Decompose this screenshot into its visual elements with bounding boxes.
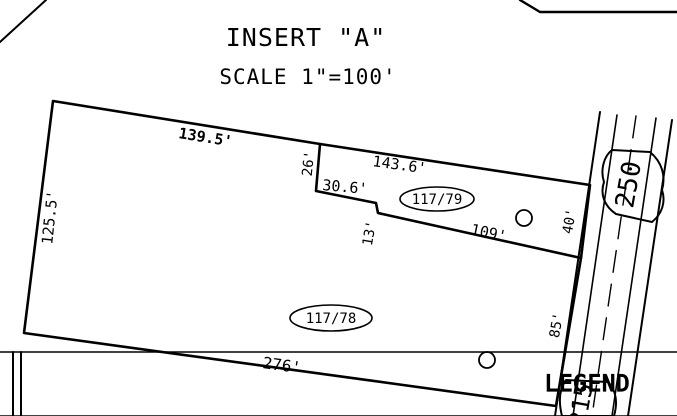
dim-right-upper: 40'	[560, 207, 580, 235]
svg-text:117/79: 117/79	[412, 192, 463, 208]
route-number: 250	[610, 159, 648, 210]
lower-route-number: 215	[564, 381, 599, 416]
lower-route-shield-icon	[558, 379, 617, 416]
dim-top-right: 143.6'	[371, 152, 427, 177]
marker-circle-icon	[515, 209, 533, 227]
parcel-label-117-78[interactable]: 117/78	[289, 304, 373, 332]
dim-right-lower: 85'	[547, 311, 567, 339]
parcel-boundaries	[22, 99, 592, 408]
marker-circle-icon	[478, 351, 496, 369]
dim-notch-vertical: 26'	[300, 150, 319, 177]
corner-linework	[0, 0, 677, 43]
route-shield-icon	[601, 149, 665, 223]
dim-step-vertical: 13'	[360, 219, 380, 247]
dim-bottom: 276'	[261, 353, 302, 377]
insert-scale: SCALE 1"=100'	[219, 65, 396, 89]
dim-step-slope: 109'	[469, 220, 508, 245]
svg-text:117/78: 117/78	[306, 311, 357, 327]
dim-notch-horizontal: 30.6'	[322, 176, 369, 198]
route-250-corridor	[554, 111, 673, 416]
parcel-label-117-79[interactable]: 117/79	[399, 186, 475, 212]
dim-left: 125.5'	[38, 190, 62, 246]
legend-title: LEGEND	[545, 372, 630, 397]
insert-title: INSERT "A"	[226, 23, 387, 52]
